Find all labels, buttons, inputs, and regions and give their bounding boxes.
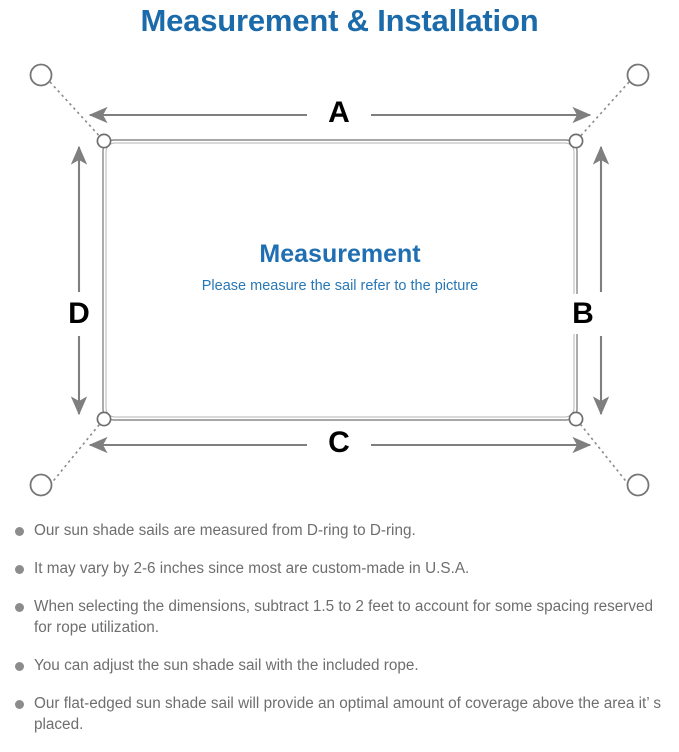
note-text: Our flat-edged sun shade sail will provi… xyxy=(34,695,661,733)
note-item: Our sun shade sails are measured from D-… xyxy=(12,520,667,541)
rope-lines xyxy=(49,81,630,486)
bullet-icon xyxy=(15,565,24,574)
note-text: It may vary by 2-6 inches since most are… xyxy=(34,560,470,577)
bullet-icon xyxy=(15,527,24,536)
anchor-rings xyxy=(29,63,650,497)
rope-line-bottom-right xyxy=(576,419,630,486)
note-item: Our flat-edged sun shade sail will provi… xyxy=(12,693,667,735)
sail-center-caption: Measurement Please measure the sail refe… xyxy=(120,238,560,296)
d-ring-bottom-right xyxy=(568,411,584,427)
d-ring-top-right xyxy=(568,133,584,149)
sail-center-title: Measurement xyxy=(259,240,421,268)
sail-outline-inner xyxy=(105,142,575,418)
sail-body xyxy=(102,139,578,421)
d-ring-top-left xyxy=(96,133,112,149)
d-rings xyxy=(96,133,584,427)
notes-list: Our sun shade sails are measured from D-… xyxy=(0,520,679,752)
rope-line-top-left xyxy=(49,81,104,141)
bullet-icon xyxy=(15,662,24,671)
dimension-label-a: A xyxy=(308,96,370,130)
note-text: When selecting the dimensions, subtract … xyxy=(34,598,654,636)
sail-diagram: A B C D Measurement Please measure the s… xyxy=(0,48,679,516)
sail-center-subtitle: Please measure the sail refer to the pic… xyxy=(201,278,479,294)
rope-line-bottom-left xyxy=(49,419,104,486)
dimension-label-c: C xyxy=(308,426,370,460)
dimension-label-b: B xyxy=(566,294,600,334)
dimension-arrows xyxy=(70,106,610,454)
dimension-label-d: D xyxy=(62,294,96,334)
note-item: You can adjust the sun shade sail with t… xyxy=(12,655,667,676)
bullet-icon xyxy=(15,603,24,612)
sail-diagram-svg xyxy=(29,63,650,497)
d-ring-bottom-left xyxy=(96,411,112,427)
bullet-icon xyxy=(15,700,24,709)
rope-line-top-right xyxy=(576,81,630,141)
note-item: When selecting the dimensions, subtract … xyxy=(12,596,667,638)
anchor-ring-top-left xyxy=(29,63,53,87)
anchor-ring-top-right xyxy=(626,63,650,87)
anchor-ring-bottom-right xyxy=(626,473,650,497)
note-text: You can adjust the sun shade sail with t… xyxy=(34,657,419,674)
page-title: Measurement & Installation xyxy=(140,3,539,38)
note-text: Our sun shade sails are measured from D-… xyxy=(34,522,416,539)
anchor-ring-bottom-left xyxy=(29,473,53,497)
note-item: It may vary by 2-6 inches since most are… xyxy=(12,558,667,579)
